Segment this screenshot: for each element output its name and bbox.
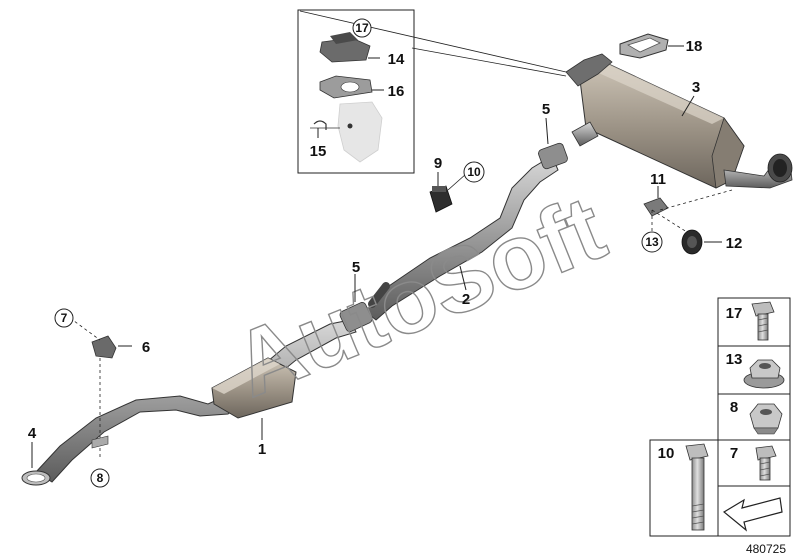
- rubber-pad-part-18: [619, 33, 669, 59]
- table-label-8: 8: [730, 399, 738, 416]
- gasket-part-16: [319, 75, 373, 99]
- callout-18: 18: [686, 38, 703, 55]
- circled-callout-7: 7: [54, 308, 74, 328]
- diagram-id: 480725: [746, 542, 786, 556]
- rubber-ring-part-12: [681, 229, 703, 255]
- short-bolt-icon: [755, 445, 777, 481]
- callout-2: 2: [462, 291, 470, 308]
- long-bolt-icon: [685, 443, 709, 531]
- callout-6: 6: [142, 339, 150, 356]
- bracket-part-6: [69, 317, 117, 460]
- hex-nut-icon: [749, 403, 783, 435]
- callouts: 1 2 3 4 5 5 6 9 11 12 14 15 16 18: [28, 38, 743, 458]
- circled-callouts: 17 7 8 10 13: [54, 18, 663, 488]
- fasteners-table: 17 13 8 7 10: [649, 297, 791, 537]
- callout-16: 16: [388, 83, 405, 100]
- bolt-icon: [751, 301, 775, 341]
- table-label-17: 17: [726, 305, 743, 322]
- circled-callout-10: 10: [447, 161, 485, 191]
- callout-9: 9: [434, 155, 442, 172]
- callout-11: 11: [650, 171, 666, 188]
- flange-nut-icon: [743, 359, 785, 389]
- svg-text:8: 8: [97, 471, 104, 485]
- clip-part-15: [310, 101, 383, 163]
- front-pipe-part-1: [21, 319, 357, 486]
- table-label-7: 7: [730, 445, 738, 462]
- rear-muffler-part-3: [565, 53, 793, 189]
- svg-text:17: 17: [355, 21, 369, 35]
- circled-callout-13: 13: [641, 231, 663, 253]
- circled-callout-8: 8: [90, 468, 110, 488]
- rubber-mount-part-9: [429, 185, 453, 213]
- watermark: AutoSoft: [219, 176, 619, 417]
- svg-text:AutoSoft: AutoSoft: [220, 177, 618, 417]
- table-label-10: 10: [658, 445, 675, 462]
- callout-14: 14: [388, 51, 405, 68]
- callout-15: 15: [310, 143, 327, 160]
- svg-text:10: 10: [467, 165, 481, 179]
- callout-3: 3: [692, 79, 700, 96]
- table-label-13: 13: [726, 351, 743, 368]
- callout-4: 4: [28, 425, 37, 442]
- circled-callout-17: 17: [352, 18, 372, 38]
- callout-12: 12: [726, 235, 743, 252]
- clamp-part-5-rear: [538, 142, 568, 170]
- middle-pipe-part-2: [365, 155, 559, 321]
- hanger-part-11: [643, 189, 733, 236]
- svg-text:7: 7: [61, 311, 68, 325]
- callout-1: 1: [258, 441, 266, 458]
- clamp-part-5-front: [339, 302, 373, 332]
- leader-lines: [31, 45, 722, 468]
- detail-inset: [297, 9, 567, 174]
- arrow-icon: [722, 497, 783, 532]
- bracket-part-14: [319, 32, 371, 63]
- callout-5-rear: 5: [542, 101, 550, 118]
- callout-5-front: 5: [352, 259, 360, 276]
- svg-text:13: 13: [645, 235, 659, 249]
